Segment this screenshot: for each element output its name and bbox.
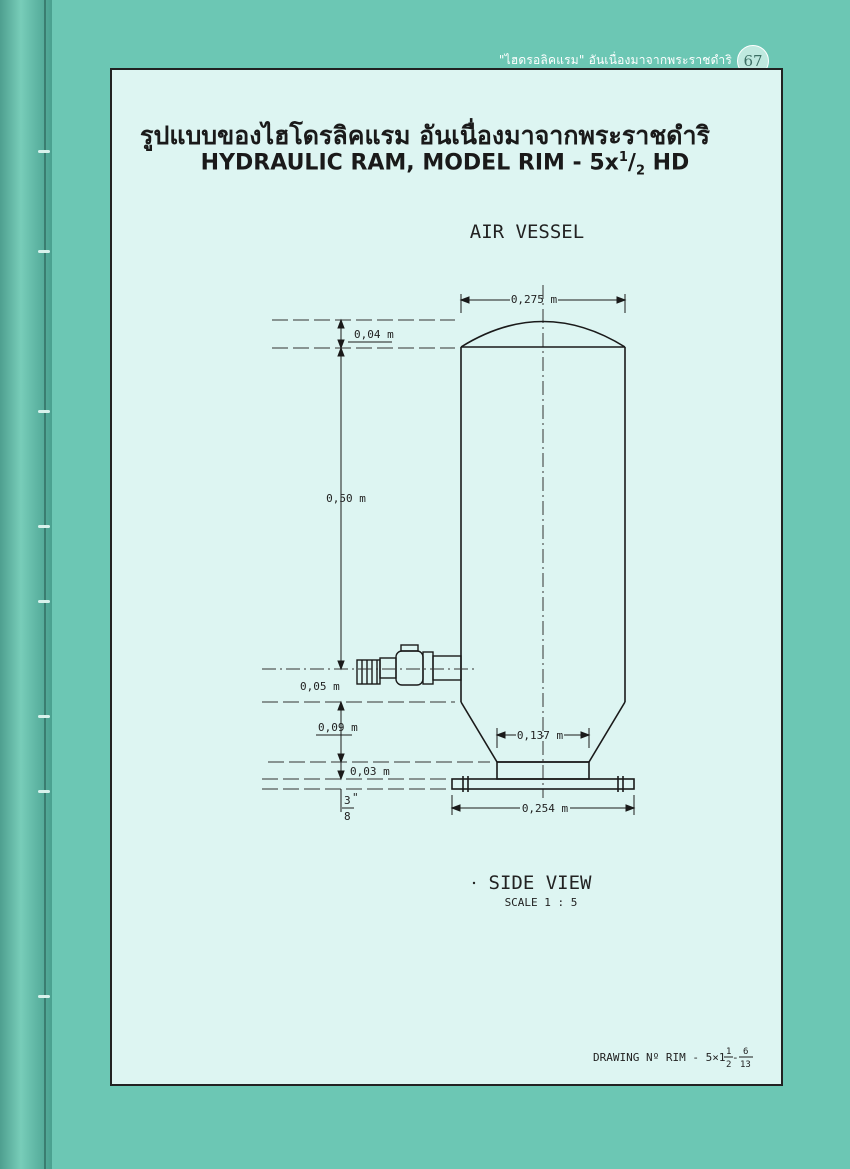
cone-left [460,701,498,763]
drawing-number-frac1-den: 2 [726,1060,731,1070]
dim-neck-width: 0,137 m [517,729,564,742]
scale-label: SCALE 1 : 5 [505,896,578,909]
horizontal-dimensions [450,294,636,815]
vertical-dimension [337,318,345,812]
running-header: "ไฮดรอลิคแรม" อันเนื่องมาจากพระราชดำริ [498,53,732,67]
valve-bonnet [400,644,419,652]
vessel-outline [451,320,635,792]
dot-mark [472,881,476,885]
title-english-sep: / [627,150,636,176]
title-english-prefix: HYDRAULIC RAM, MODEL RIM - 5x [200,150,619,176]
binding-staple [38,250,50,253]
dim-plate-thickness-den: 8 [344,810,351,823]
inlet-pipe-stub [432,655,462,681]
cone-right [588,701,626,763]
binding-staple [38,790,50,793]
dim-top-width: 0,275 m [511,293,558,306]
dim-pipe-offset: 0,05 m [300,680,340,693]
binding-staple [38,525,50,528]
dimension-labels: 0,275 m 0,04 m 0,50 m 0,05 m 0,09 m 0,03… [300,293,569,823]
binding-staple [38,600,50,603]
pipe-thread [356,659,381,685]
drawing-number-frac2-den: 13 [740,1060,751,1070]
dim-body-height: 0,50 m [326,492,366,505]
book-binding [0,0,52,1169]
binding-staple [38,150,50,153]
dim-base-width: 0,254 m [522,802,569,815]
inlet-valve [356,644,462,686]
dim-neck-height: 0,03 m [350,765,390,778]
spine-line [44,0,46,1169]
valve-nipple [379,657,397,679]
title-english-sup: 1 [618,150,628,165]
vessel-dome [460,320,626,348]
drawing-number-dash: - [732,1051,739,1064]
binding-staple [38,715,50,718]
extension-lines [262,319,490,790]
dim-dome-height: 0,04 m [354,328,394,341]
view-label: SIDE VIEW [489,872,593,894]
title-english: HYDRAULIC RAM, MODEL RIM - 5x1/2 HD [0,150,850,179]
title-thai: รูปแบบของไฮโดรลิคแรม อันเนื่องมาจากพระรา… [140,121,710,150]
drawing-number-frac1-num: 1 [726,1047,731,1057]
valve-flange [422,651,434,685]
valve-body [395,650,424,686]
title-english-sub: 2 [635,163,645,179]
drawing-number-frac2-num: 6 [743,1047,748,1057]
base-plate [451,778,635,790]
drawing-number: DRAWING Nº RIM - 5×1 1 2 - 6 13 [593,1047,753,1070]
binding-staple [38,410,50,413]
dim-plate-thickness-num: 3 [344,794,351,807]
binding-staple [38,995,50,998]
drawing-number-prefix: DRAWING Nº RIM - 5×1 [593,1051,725,1064]
drawing-sheet [110,68,783,1086]
part-label: AIR VESSEL [470,221,584,243]
dim-plate-thickness-unit: " [352,791,359,804]
dim-cone-height: 0,09 m [318,721,358,734]
title-english-suffix: HD [644,150,690,176]
